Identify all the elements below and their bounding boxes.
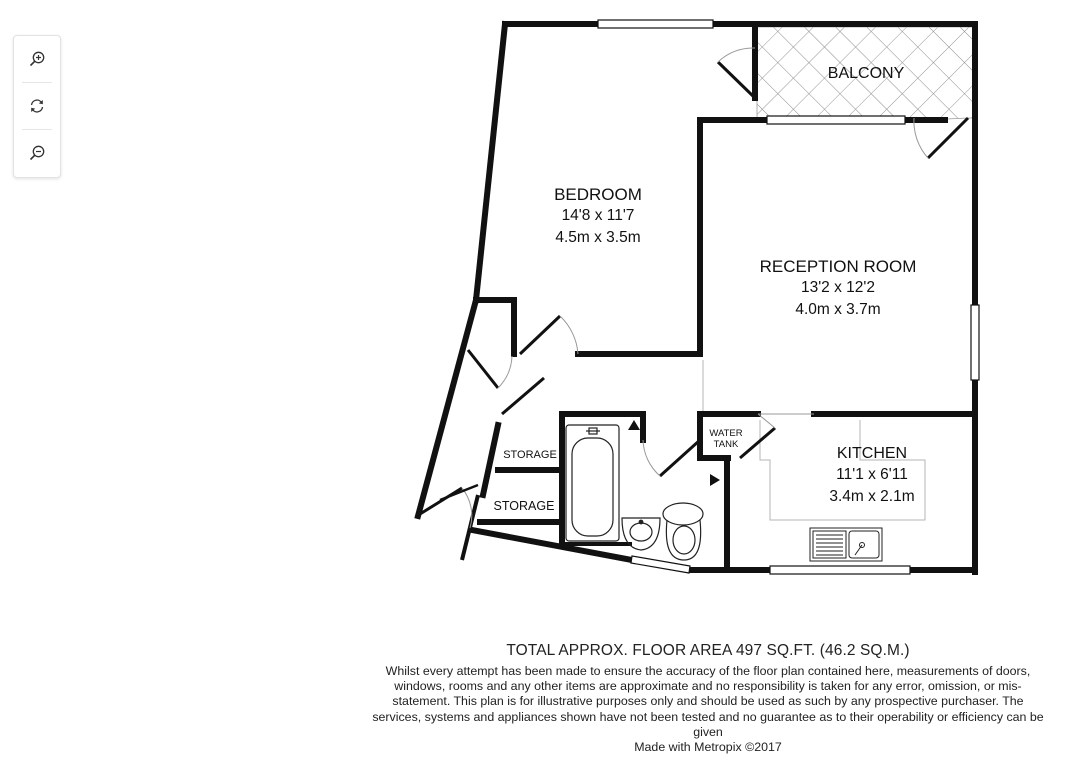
kitchen-metric: 3.4m x 2.1m <box>829 488 914 505</box>
water-tank-line2: TANK <box>714 439 739 450</box>
bedroom-name: BEDROOM <box>554 185 642 204</box>
storage-lower-name: STORAGE <box>494 499 555 513</box>
disclaimer: Whilst every attempt has been made to en… <box>372 664 1044 739</box>
toilet-icon <box>662 502 704 561</box>
kitchen-imperial: 11'1 x 6'11 <box>836 466 908 483</box>
rotate-button[interactable] <box>14 83 60 129</box>
storage-upper-name: STORAGE <box>503 449 557 461</box>
zoom-controls <box>13 35 61 178</box>
reception-name: RECEPTION ROOM <box>760 257 917 276</box>
zoom-in-button[interactable] <box>14 36 60 82</box>
zoom-separator <box>22 129 52 130</box>
water-tank-line1: WATER <box>709 428 742 439</box>
floor-plan: BEDROOM 14'8 x 11'7 4.5m x 3.5m RECEPTIO… <box>414 19 980 575</box>
balcony-name: BALCONY <box>828 65 905 82</box>
rotate-icon <box>30 99 44 113</box>
arrow-up-icon <box>628 420 640 430</box>
zoom-separator <box>22 82 52 83</box>
zoom-in-icon <box>29 51 45 67</box>
credit: Made with Metropix ©2017 <box>634 740 782 754</box>
kitchen-name: KITCHEN <box>837 445 907 462</box>
windows <box>597 19 980 575</box>
bath-icon <box>565 424 620 542</box>
reception-metric: 4.0m x 3.7m <box>795 301 880 318</box>
bedroom-metric: 4.5m x 3.5m <box>555 229 640 246</box>
arrow-right-icon <box>710 474 720 486</box>
basin-icon <box>621 517 661 551</box>
reception-imperial: 13'2 x 12'2 <box>801 279 875 296</box>
bedroom-imperial: 14'8 x 11'7 <box>562 207 635 224</box>
walls <box>414 20 978 575</box>
total-floor-area: TOTAL APPROX. FLOOR AREA 497 SQ.FT. (46.… <box>506 642 910 659</box>
zoom-out-button[interactable] <box>14 130 60 176</box>
doors <box>419 47 970 529</box>
zoom-out-icon <box>29 145 45 161</box>
sink-icon <box>809 527 883 562</box>
kitchen-fittings <box>702 360 926 521</box>
